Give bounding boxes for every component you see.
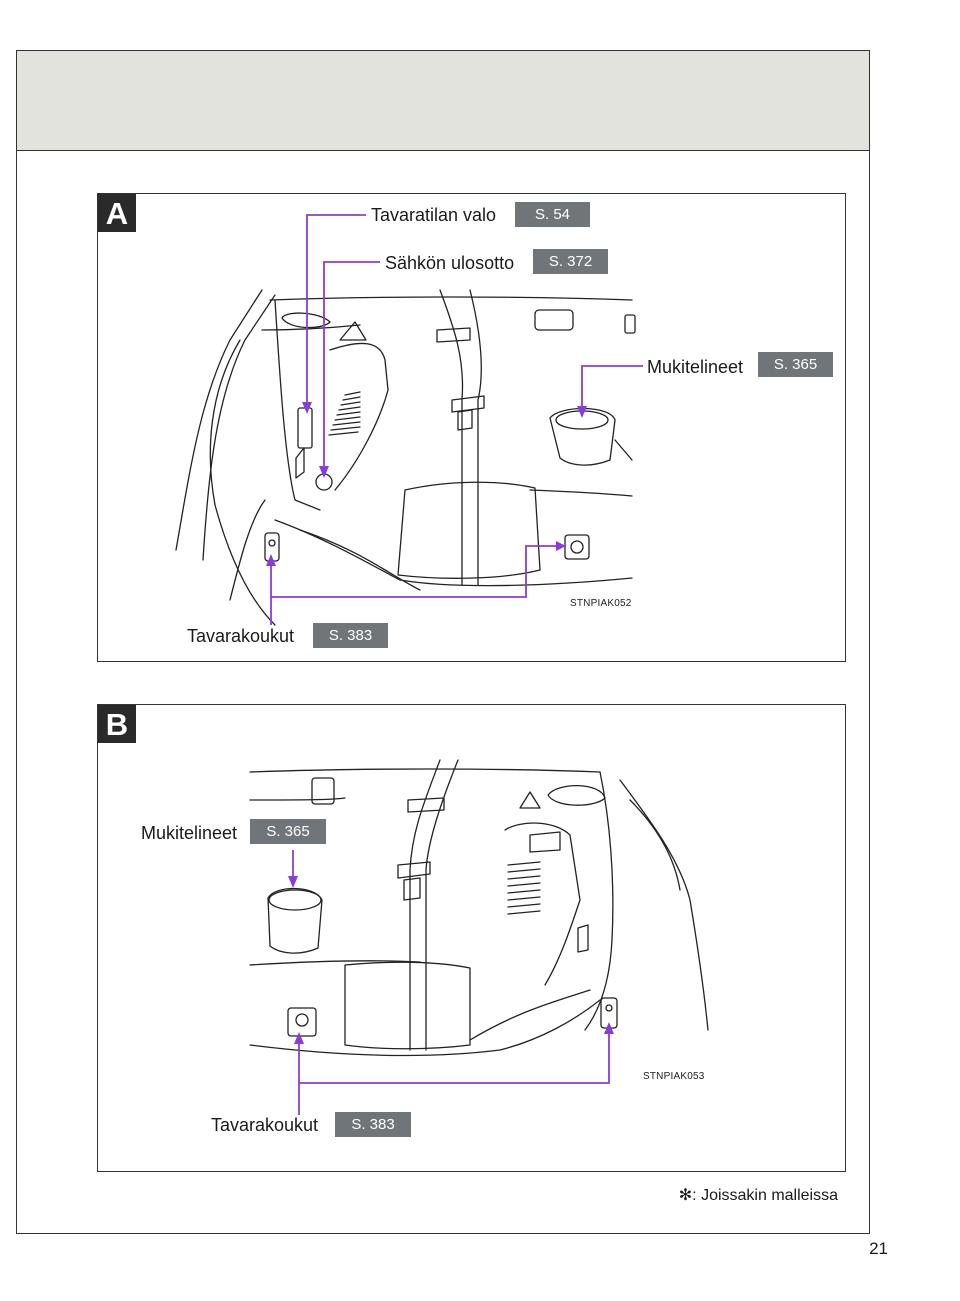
callout-luggage-hooks-a-label: Tavarakoukut [187, 626, 295, 646]
page-frame [16, 50, 870, 1234]
callout-cup-holders-a-label: Mukitelineet [647, 357, 744, 377]
header-band [17, 51, 869, 151]
callout-cup-holders-b-label: Mukitelineet [141, 823, 238, 843]
footnote: ✻: Joissakin malleissa [679, 1185, 838, 1205]
image-code-a: STNPIAK052 [570, 598, 632, 609]
panel-a-letter: A [98, 194, 136, 232]
callout-cup-holders-a-ref[interactable]: S. 365 [758, 352, 833, 377]
callout-luggage-hooks-b-label: Tavarakoukut [211, 1115, 319, 1135]
callout-luggage-light-ref[interactable]: S. 54 [515, 202, 590, 227]
callout-luggage-light-label: Tavaratilan valo [371, 205, 497, 225]
callout-luggage-hooks-a-ref[interactable]: S. 383 [313, 623, 388, 648]
callout-cup-holders-b-ref[interactable]: S. 365 [250, 819, 326, 844]
panel-b-letter: B [98, 705, 136, 743]
image-code-b: STNPIAK053 [643, 1071, 705, 1082]
page-number: 21 [869, 1239, 888, 1258]
footnote-text: : Joissakin malleissa [692, 1187, 838, 1204]
callout-power-outlet-label: Sähkön ulosotto [385, 253, 515, 273]
callout-power-outlet-ref[interactable]: S. 372 [533, 249, 608, 274]
footnote-symbol: ✻ [678, 1187, 693, 1204]
panel-b: B [97, 704, 846, 1172]
callout-luggage-hooks-b-ref[interactable]: S. 383 [335, 1112, 411, 1137]
